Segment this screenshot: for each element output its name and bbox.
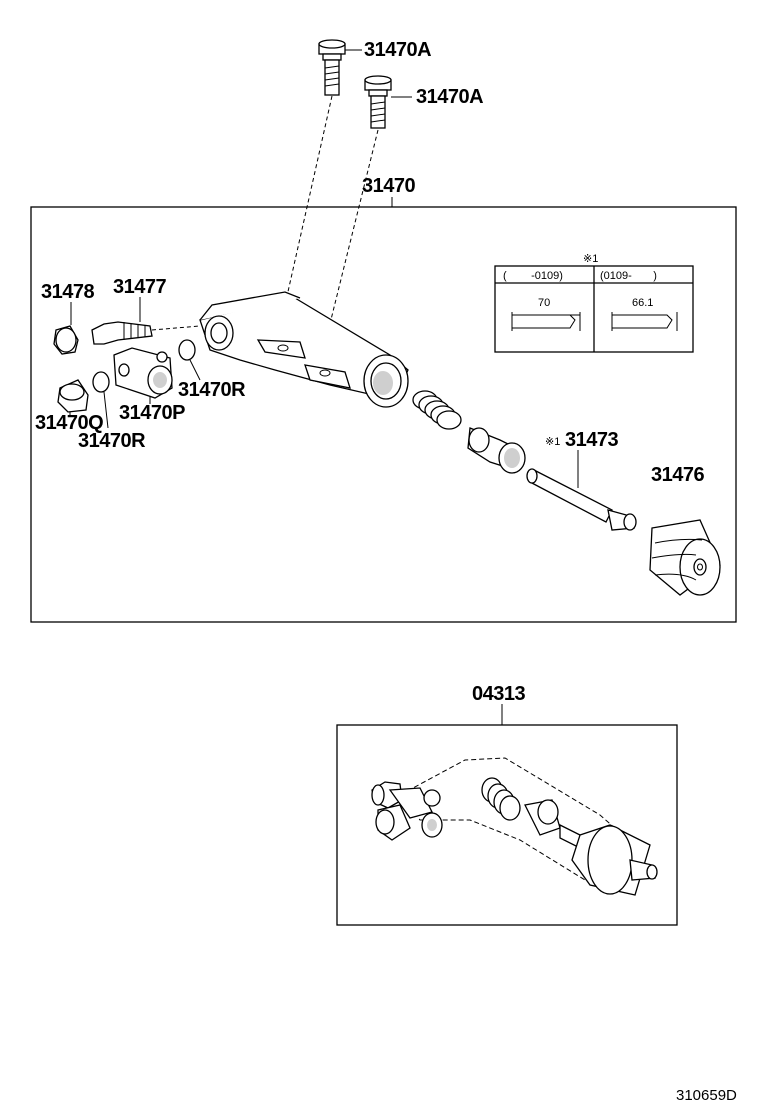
label-31470a-lower: 31470A — [416, 86, 483, 108]
label-31470a-upper: 31470A — [364, 39, 431, 61]
label-31470p: 31470P — [119, 402, 185, 424]
push-rod[interactable] — [526, 468, 637, 531]
repair-kit-assembly[interactable] — [371, 757, 658, 896]
label-31477: 31477 — [113, 276, 166, 298]
assembly-frame — [30, 206, 737, 623]
table-note-mark: ※1 — [583, 253, 598, 265]
bleeder-cap[interactable] — [53, 325, 79, 355]
label-31478: 31478 — [41, 281, 94, 303]
bolt-31470a-upper[interactable] — [318, 39, 346, 96]
label-31470: 31470 — [362, 175, 415, 197]
union-block[interactable] — [113, 347, 173, 399]
gasket-r-upper[interactable] — [178, 339, 196, 361]
label-31470r-upper: 31470R — [178, 379, 246, 401]
label-31473: 31473 — [565, 429, 618, 451]
bolt-31470a-lower[interactable] — [364, 75, 392, 129]
label-04313: 04313 — [472, 683, 525, 705]
bleeder-plug[interactable] — [91, 321, 153, 345]
label-31470q: 31470Q — [35, 412, 103, 434]
table-value-before: 70 — [538, 297, 550, 309]
gasket-r-lower[interactable] — [92, 371, 110, 393]
piston[interactable] — [467, 427, 526, 474]
boot[interactable] — [649, 519, 721, 596]
table-value-after: 66.1 — [632, 297, 653, 309]
label-31476: 31476 — [651, 464, 704, 486]
push-rod-note-mark: ※1 — [545, 436, 560, 448]
repair-kit-frame — [336, 724, 678, 926]
release-cylinder-body[interactable] — [199, 291, 409, 408]
union-plug[interactable] — [57, 379, 89, 413]
piston-spring[interactable] — [412, 390, 462, 430]
table-header-before: ( -0109) — [503, 270, 563, 282]
push-rod-length-table — [494, 265, 694, 353]
table-header-after: (0109- ) — [600, 270, 657, 282]
reference-code: 310659D — [676, 1087, 737, 1104]
label-31470r-lower: 31470R — [78, 430, 146, 452]
